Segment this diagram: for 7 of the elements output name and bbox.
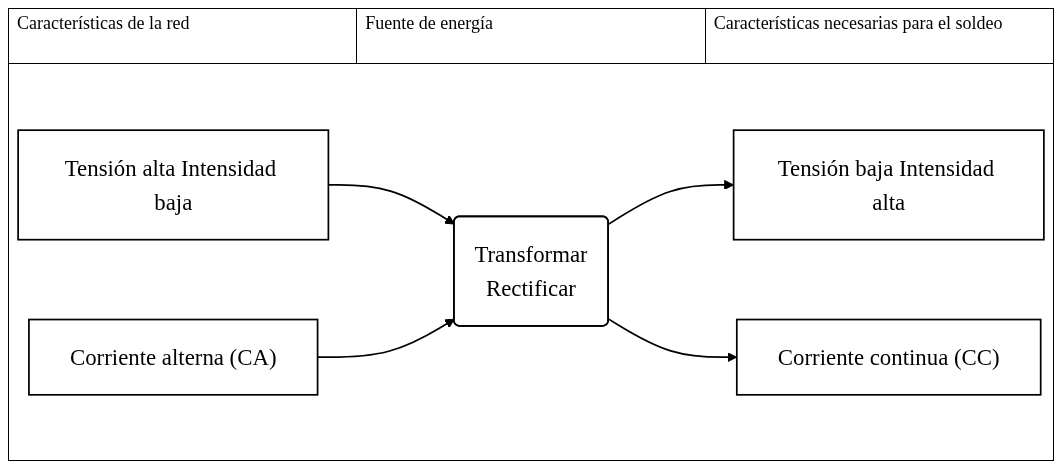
node-box: Corriente continua (CC) [735, 318, 1042, 396]
table-header-cell: Características de la red [9, 9, 358, 63]
node-box: Corriente alterna (CA) [28, 318, 319, 396]
table-header-cell-text: Características necesarias para el soldeo [712, 12, 1004, 35]
node-box: Tensión alta Intensidad baja [17, 129, 330, 241]
table-header-cell: Fuente de energía [357, 9, 706, 63]
node-box: Tensión baja Intensidad alta [732, 129, 1045, 241]
